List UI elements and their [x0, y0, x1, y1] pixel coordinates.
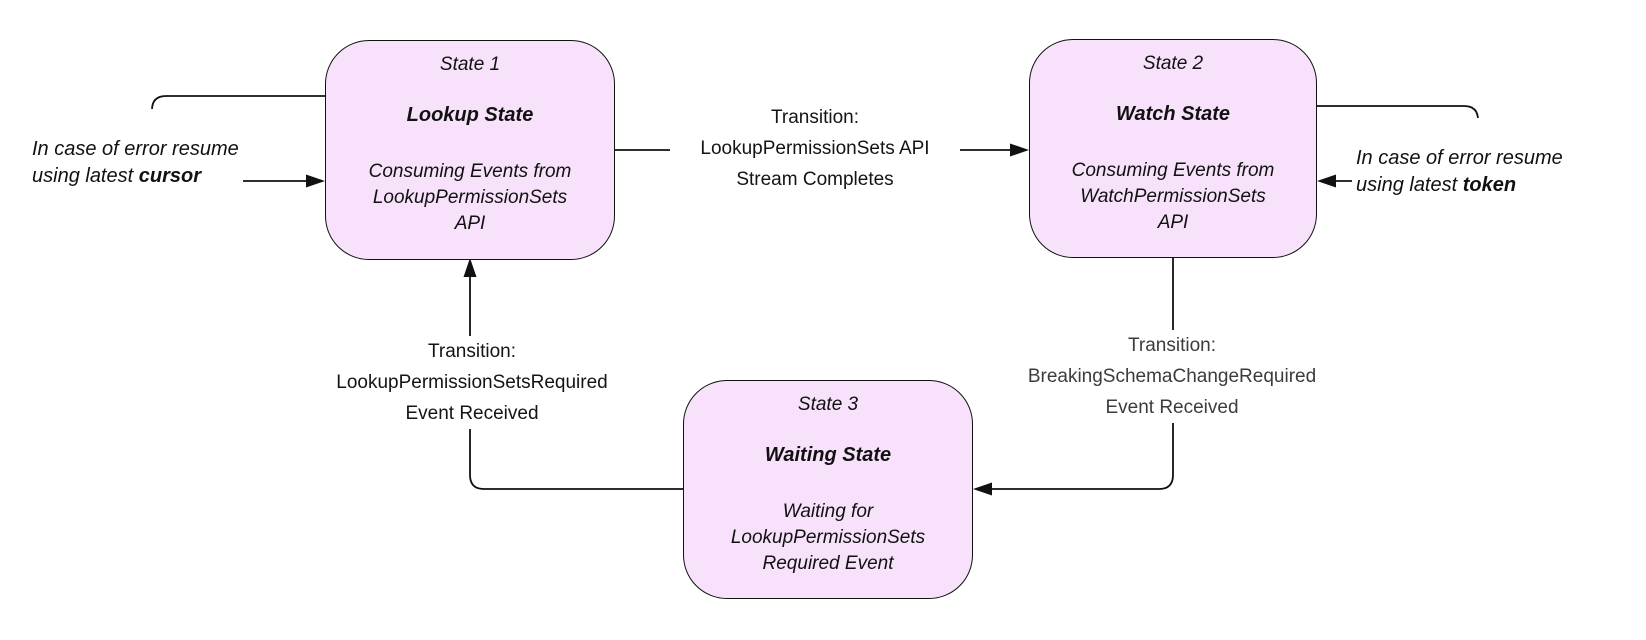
arrowhead-error-loop-state2	[1317, 174, 1336, 188]
transition-label-state2-state3: Transition: BreakingSchemaChangeRequired…	[1002, 330, 1342, 423]
annotation-emphasis: token	[1462, 174, 1517, 196]
state-description: Waiting for LookupPermissionSets Require…	[730, 501, 926, 574]
arrowhead-state3-to-state1	[463, 258, 477, 277]
arrow-state2-to-state3	[992, 258, 1174, 490]
state-description: Consuming Events from WatchPermissionSet…	[1071, 160, 1275, 233]
arrowhead-error-loop-state1	[306, 174, 325, 188]
state-number: State 3	[797, 394, 859, 415]
state-box-watch: State 2 Watch State Consuming Events fro…	[1029, 39, 1317, 258]
state-title: Waiting State	[764, 444, 892, 466]
state-box-lookup: State 1 Lookup State Consuming Events fr…	[325, 40, 615, 260]
state-title: Watch State	[1115, 103, 1231, 125]
state-title: Lookup State	[406, 104, 534, 126]
state-box-waiting: State 3 Waiting State Waiting for Lookup…	[683, 380, 973, 599]
transition-label-state1-state2: Transition: LookupPermissionSets API Str…	[670, 102, 960, 195]
state-description: Consuming Events from LookupPermissionSe…	[368, 161, 572, 234]
annotation-emphasis: cursor	[138, 165, 201, 187]
arrow-state3-to-state1	[469, 275, 683, 490]
transition-label-state3-state1: Transition: LookupPermissionSetsRequired…	[317, 336, 627, 429]
annotation-text: In case of error resume using latest	[32, 138, 239, 187]
state-number: State 1	[439, 54, 501, 75]
arrowhead-state1-to-state2	[1010, 143, 1029, 157]
error-annotation-cursor: In case of error resume using latest cur…	[28, 109, 243, 190]
annotation-text: In case of error resume using latest	[1356, 147, 1563, 196]
state-number: State 2	[1142, 53, 1204, 74]
error-annotation-token: In case of error resume using latest tok…	[1352, 118, 1567, 199]
arrowhead-state2-to-state3	[973, 482, 992, 496]
